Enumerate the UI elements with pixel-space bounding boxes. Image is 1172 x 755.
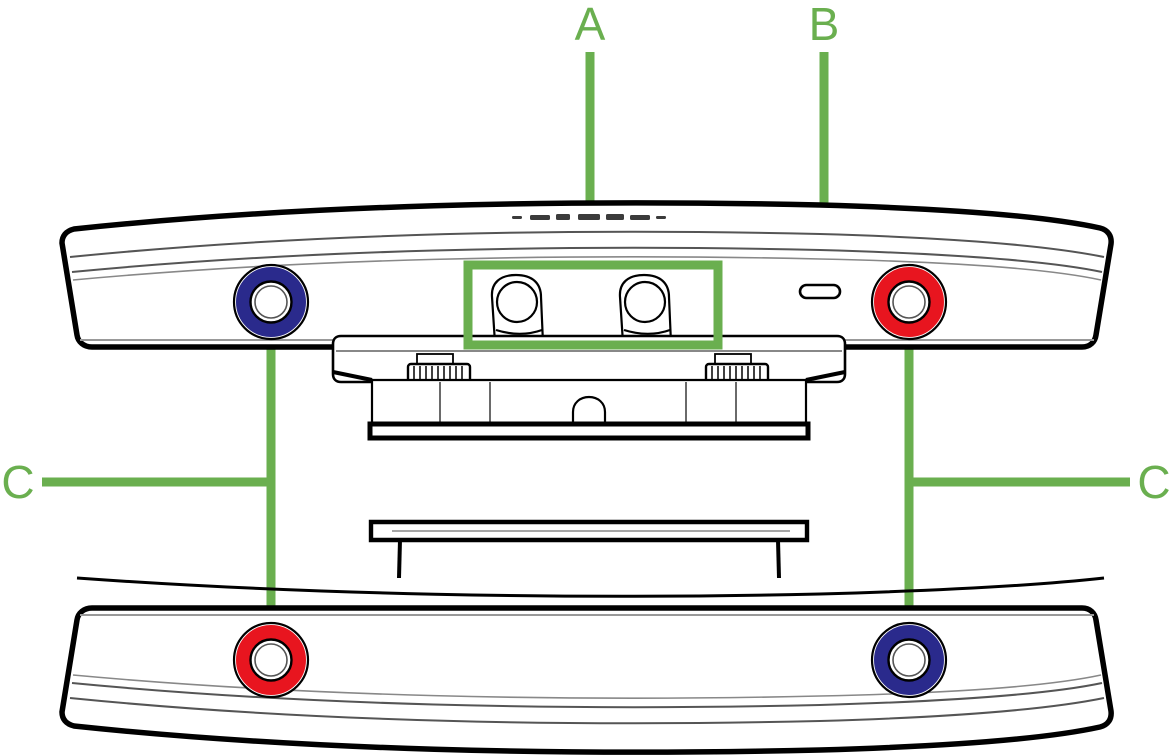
indicator-slot [798, 283, 842, 300]
callout-label-b: B [809, 0, 840, 50]
stand-plate-slope-right [805, 370, 846, 382]
bottom-mount-plate [368, 519, 810, 579]
mount-slot-right-hole [623, 280, 667, 324]
top-view [59, 200, 1114, 441]
top-seam-upper-1 [69, 230, 1105, 258]
bottom-view [59, 519, 1114, 755]
callout-label-a: A [575, 0, 606, 50]
top-seam-upper-2 [71, 246, 1103, 273]
top-seam-upper-3 [72, 255, 1102, 281]
port-bottom-left [232, 621, 310, 699]
callout-label-c-right: C [1137, 456, 1170, 508]
callout-label-c-left: C [1, 456, 34, 508]
bottom-body-crest [76, 576, 1105, 598]
bottom-plate-leg-right [776, 539, 781, 579]
stand-foot [367, 421, 811, 441]
callout-leader-lines [42, 52, 1130, 662]
bottom-seam-lower-2 [71, 682, 1103, 709]
branding-mark [512, 214, 666, 220]
bottom-plate-leg-left [397, 539, 402, 579]
stand-plate-bump [571, 395, 607, 424]
stand-bracket [331, 334, 847, 441]
top-body-outline [59, 200, 1114, 350]
port-bottom-right [870, 621, 948, 699]
bottom-body-outline [59, 605, 1114, 755]
mount-slot-left-lip [495, 328, 543, 335]
port-top-left [232, 263, 310, 341]
port-top-right [870, 263, 948, 341]
mount-slot-left-hole [495, 280, 539, 324]
bottom-seam-lower-1 [69, 697, 1105, 725]
callout-a-marker-rect [463, 260, 723, 350]
mount-slot-right-lip [623, 328, 671, 335]
stand-plate-slope-left [332, 370, 373, 382]
mount-slot-pair [490, 273, 673, 345]
